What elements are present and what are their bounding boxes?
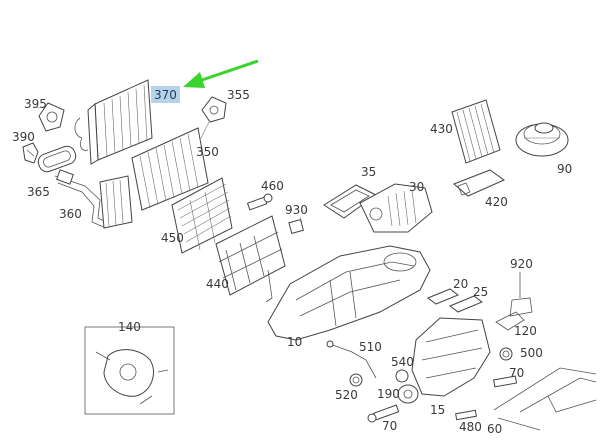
part-480-plug bbox=[455, 409, 477, 421]
label-395: 395 bbox=[24, 97, 47, 111]
label-15: 15 bbox=[430, 403, 445, 417]
part-390-clip bbox=[22, 142, 39, 164]
part-60-wiring bbox=[493, 367, 597, 431]
part-30-blower-housing bbox=[359, 183, 433, 233]
part-90-blower-motor bbox=[515, 122, 569, 157]
label-350: 350 bbox=[196, 145, 219, 159]
green-arrow-icon bbox=[183, 59, 259, 88]
part-500-actuator bbox=[499, 347, 513, 361]
part-70-bolt-b bbox=[493, 375, 518, 388]
label-460: 460 bbox=[261, 179, 284, 193]
part-365-gasket bbox=[37, 145, 77, 173]
part-420-resistor bbox=[453, 169, 506, 197]
part-20-gasket bbox=[426, 288, 460, 305]
part-70-bolt-a bbox=[367, 404, 400, 423]
label-70-b: 70 bbox=[509, 366, 524, 380]
part-520-grommet bbox=[349, 373, 363, 387]
label-480: 480 bbox=[459, 420, 482, 434]
part-190-actuator bbox=[397, 384, 419, 404]
part-395-cap bbox=[33, 102, 65, 132]
label-360: 360 bbox=[59, 207, 82, 221]
label-60: 60 bbox=[487, 422, 502, 436]
label-90: 90 bbox=[557, 162, 572, 176]
label-500: 500 bbox=[520, 346, 543, 360]
label-355: 355 bbox=[227, 88, 250, 102]
label-35: 35 bbox=[361, 165, 376, 179]
part-370-heater-core bbox=[74, 79, 153, 165]
part-450-heater-element bbox=[171, 177, 233, 254]
label-70-a: 70 bbox=[382, 419, 397, 433]
label-540: 540 bbox=[391, 355, 414, 369]
part-10-main-housing bbox=[267, 245, 431, 341]
inset-140 bbox=[84, 326, 175, 415]
part-440-frame bbox=[215, 215, 286, 303]
part-930-sensor bbox=[288, 216, 304, 234]
part-510-lever bbox=[326, 340, 377, 379]
label-10: 10 bbox=[287, 335, 302, 349]
highlight-box-370 bbox=[151, 86, 180, 103]
part-25-gasket bbox=[449, 295, 483, 313]
part-540-grommet bbox=[395, 369, 409, 383]
label-440: 440 bbox=[206, 277, 229, 291]
label-20: 20 bbox=[453, 277, 468, 291]
label-930: 930 bbox=[285, 203, 308, 217]
label-430: 430 bbox=[430, 122, 453, 136]
part-460-screw bbox=[246, 193, 273, 211]
label-520: 520 bbox=[335, 388, 358, 402]
part-350-evaporator bbox=[131, 119, 211, 211]
label-390: 390 bbox=[12, 130, 35, 144]
part-360-pipe-assembly bbox=[54, 169, 133, 229]
label-450: 450 bbox=[161, 231, 184, 245]
label-120: 120 bbox=[514, 324, 537, 338]
part-920-connector bbox=[495, 272, 533, 331]
part-355-cap bbox=[201, 96, 227, 123]
label-140: 140 bbox=[118, 320, 141, 334]
label-30: 30 bbox=[409, 180, 424, 194]
label-510: 510 bbox=[359, 340, 382, 354]
label-25: 25 bbox=[473, 285, 488, 299]
label-365: 365 bbox=[27, 185, 50, 199]
part-430-cabin-filter bbox=[451, 99, 501, 164]
label-190: 190 bbox=[377, 387, 400, 401]
label-420: 420 bbox=[485, 195, 508, 209]
label-920: 920 bbox=[510, 257, 533, 271]
part-15-lower-module bbox=[411, 317, 491, 397]
label-370: 370 bbox=[154, 88, 177, 102]
